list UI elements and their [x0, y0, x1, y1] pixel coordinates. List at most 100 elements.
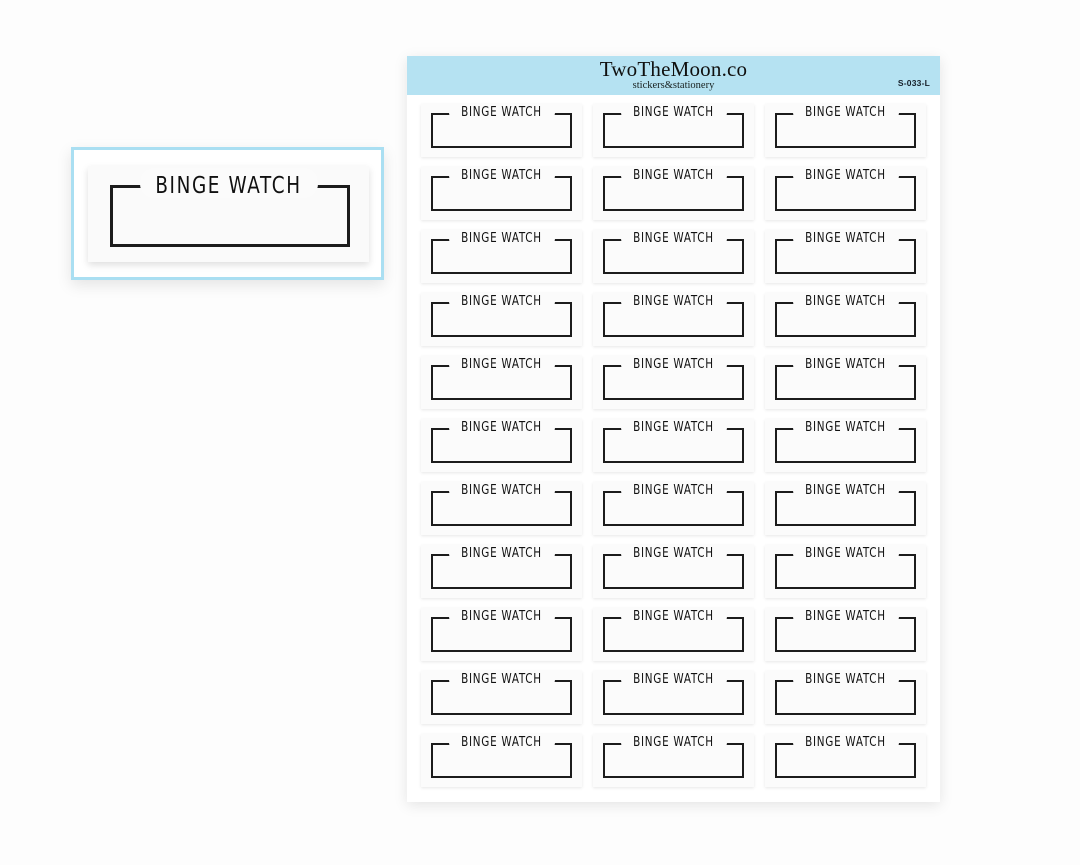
sticker-label: BINGE WATCH	[461, 105, 542, 120]
sticker-item[interactable]: BINGE WATCH	[421, 734, 582, 787]
sticker-label: BINGE WATCH	[461, 294, 542, 309]
sticker-label: BINGE WATCH	[633, 483, 714, 498]
sticker-label: BINGE WATCH	[633, 105, 714, 120]
sticker-label: BINGE WATCH	[633, 168, 714, 183]
label-halo	[621, 671, 727, 688]
sticker-item[interactable]: BINGE WATCH	[593, 167, 754, 220]
label-halo	[449, 419, 555, 436]
sticker-item[interactable]: BINGE WATCH	[421, 671, 582, 724]
sticker-item[interactable]: BINGE WATCH	[593, 734, 754, 787]
sticker-label: BINGE WATCH	[633, 420, 714, 435]
sticker-label: BINGE WATCH	[461, 357, 542, 372]
brand-tagline: stickers&stationery	[632, 80, 715, 92]
sku-code: S-033-L	[897, 78, 930, 88]
sticker-item[interactable]: BINGE WATCH	[593, 608, 754, 661]
sticker-item[interactable]: BINGE WATCH	[765, 230, 926, 283]
sticker-label: BINGE WATCH	[805, 483, 886, 498]
sticker-item[interactable]: BINGE WATCH	[593, 671, 754, 724]
sticker-label: BINGE WATCH	[633, 231, 714, 246]
sticker-label: BINGE WATCH	[633, 294, 714, 309]
label-halo	[793, 545, 899, 562]
sticker-item[interactable]: BINGE WATCH	[765, 419, 926, 472]
sticker-label: BINGE WATCH	[461, 609, 542, 624]
sticker-label: BINGE WATCH	[805, 168, 886, 183]
label-halo	[449, 356, 555, 373]
sticker-item[interactable]: BINGE WATCH	[593, 230, 754, 283]
label-halo	[449, 104, 555, 121]
label-halo	[140, 168, 318, 198]
sticker-preview-card[interactable]: BINGE WATCH	[71, 147, 384, 280]
sticker-item[interactable]: BINGE WATCH	[421, 545, 582, 598]
label-halo	[793, 230, 899, 247]
sticker-item[interactable]: BINGE WATCH	[765, 608, 926, 661]
label-halo	[621, 356, 727, 373]
label-halo	[793, 356, 899, 373]
sticker-label: BINGE WATCH	[805, 735, 886, 750]
sticker-label: BINGE WATCH	[633, 672, 714, 687]
label-halo	[449, 734, 555, 751]
label-halo	[621, 482, 727, 499]
sticker-item[interactable]: BINGE WATCH	[421, 608, 582, 661]
label-halo	[621, 293, 727, 310]
sticker-item[interactable]: BINGE WATCH	[593, 356, 754, 409]
label-halo	[449, 167, 555, 184]
brand-name: TwoTheMoon.co	[599, 57, 748, 81]
sticker-item[interactable]: BINGE WATCH	[421, 230, 582, 283]
sticker-item[interactable]: BINGE WATCH	[421, 293, 582, 346]
brand-block: TwoTheMoon.co stickers&stationery	[407, 57, 940, 92]
sticker-item[interactable]: BINGE WATCH	[593, 293, 754, 346]
sticker-item[interactable]: BINGE WATCH	[765, 293, 926, 346]
sticker-item[interactable]: BINGE WATCH	[765, 356, 926, 409]
label-halo	[621, 167, 727, 184]
sticker-label: BINGE WATCH	[633, 357, 714, 372]
sticker-item[interactable]: BINGE WATCH	[765, 482, 926, 535]
label-halo	[449, 671, 555, 688]
sticker-label: BINGE WATCH	[461, 546, 542, 561]
label-halo	[793, 671, 899, 688]
sticker-label: BINGE WATCH	[461, 231, 542, 246]
sticker-item[interactable]: BINGE WATCH	[765, 734, 926, 787]
sticker-label: BINGE WATCH	[633, 546, 714, 561]
sticker-label: BINGE WATCH	[805, 609, 886, 624]
sticker-grid: BINGE WATCH BINGE WATCH BINGE WATCH BINGE W…	[421, 104, 926, 787]
sticker-item[interactable]: BINGE WATCH	[593, 545, 754, 598]
label-halo	[793, 293, 899, 310]
sticker-item[interactable]: BINGE WATCH	[765, 104, 926, 157]
sticker-item[interactable]: BINGE WATCH	[421, 104, 582, 157]
sticker-sheet[interactable]: TwoTheMoon.co stickers&stationery S-033-…	[407, 56, 940, 802]
sticker-label: BINGE WATCH	[633, 735, 714, 750]
sticker-item[interactable]: BINGE WATCH	[765, 167, 926, 220]
sticker-item[interactable]: BINGE WATCH	[593, 419, 754, 472]
sticker-item[interactable]: BINGE WATCH	[593, 482, 754, 535]
label-halo	[449, 608, 555, 625]
sticker-item[interactable]: BINGE WATCH	[765, 545, 926, 598]
sticker-item[interactable]: BINGE WATCH	[765, 671, 926, 724]
sticker-label: BINGE WATCH	[805, 357, 886, 372]
sticker-label: BINGE WATCH	[461, 735, 542, 750]
label-halo	[621, 734, 727, 751]
sticker-label: BINGE WATCH	[461, 420, 542, 435]
label-halo	[621, 230, 727, 247]
sticker-label: BINGE WATCH	[461, 168, 542, 183]
sticker-item[interactable]: BINGE WATCH	[421, 419, 582, 472]
label-halo	[621, 419, 727, 436]
sticker-item[interactable]: BINGE WATCH	[421, 356, 582, 409]
label-halo	[793, 419, 899, 436]
label-halo	[449, 545, 555, 562]
sticker-label: BINGE WATCH	[805, 546, 886, 561]
label-halo	[793, 482, 899, 499]
sticker-item[interactable]: BINGE WATCH	[421, 482, 582, 535]
sticker-label: BINGE WATCH	[155, 173, 302, 199]
sheet-header-band: TwoTheMoon.co stickers&stationery S-033-…	[407, 56, 940, 95]
label-halo	[449, 482, 555, 499]
sticker-label: BINGE WATCH	[461, 483, 542, 498]
sticker-label: BINGE WATCH	[805, 420, 886, 435]
sticker-label: BINGE WATCH	[805, 231, 886, 246]
sticker-item[interactable]: BINGE WATCH	[593, 104, 754, 157]
label-halo	[621, 104, 727, 121]
sticker-label: BINGE WATCH	[633, 609, 714, 624]
sticker-label: BINGE WATCH	[805, 105, 886, 120]
sticker-label: BINGE WATCH	[461, 672, 542, 687]
sticker-item[interactable]: BINGE WATCH	[421, 167, 582, 220]
label-halo	[793, 104, 899, 121]
